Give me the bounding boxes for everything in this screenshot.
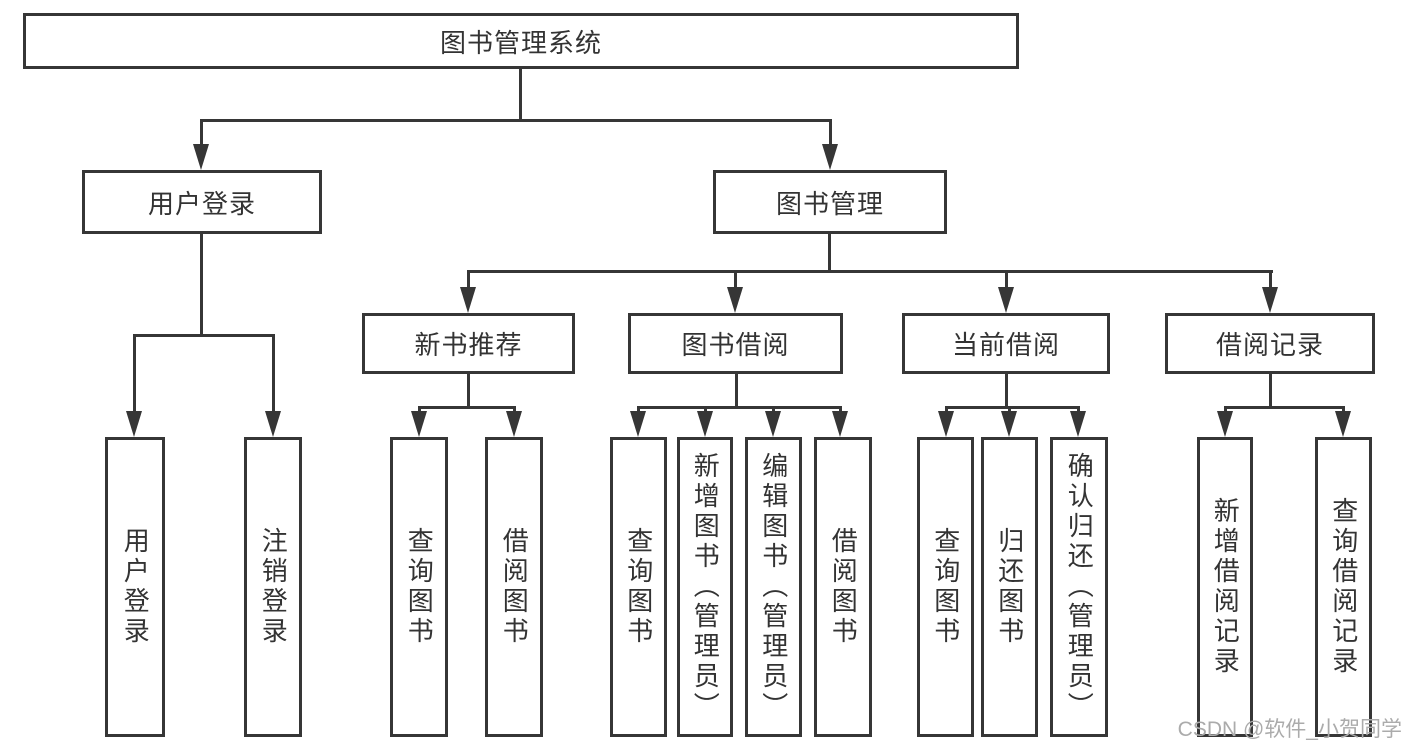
arrowhead-down — [460, 287, 476, 313]
leaf-borrow-books: 借阅图书 — [814, 437, 872, 737]
arrowhead-down — [1217, 411, 1233, 437]
node-label: 借阅图书 — [828, 527, 859, 647]
node-label: 查询借阅记录 — [1328, 497, 1359, 677]
leaf-user-login: 用户登录 — [105, 437, 165, 737]
connector-line — [418, 406, 516, 409]
arrowhead-down — [832, 411, 848, 437]
node-label: 查询图书 — [404, 527, 435, 647]
leaf-confirm-return-admin: 确认归还（管理员） — [1050, 437, 1108, 737]
arrowhead-down — [998, 287, 1014, 313]
connector-line — [467, 270, 470, 289]
connector-line — [1269, 270, 1272, 289]
arrowhead-down — [506, 411, 522, 437]
leaf-query-books: 查询图书 — [610, 437, 667, 737]
node-label: 借阅图书 — [499, 527, 530, 647]
node-book-borrowing: 图书借阅 — [628, 313, 843, 374]
node-new-book-recommend: 新书推荐 — [362, 313, 575, 374]
node-label: 新书推荐 — [414, 330, 523, 360]
node-label: 编辑图书（管理员） — [758, 452, 789, 722]
arrowhead-down — [765, 411, 781, 437]
connector-line — [418, 406, 421, 415]
node-borrowing-records: 借阅记录 — [1165, 313, 1375, 374]
connector-line — [133, 334, 136, 413]
connector-line — [1342, 406, 1345, 415]
arrowhead-down — [630, 411, 646, 437]
connector-line — [1224, 406, 1345, 409]
node-label: 注销登录 — [258, 527, 289, 647]
node-label: 借阅记录 — [1215, 330, 1324, 360]
arrowhead-down — [193, 144, 209, 170]
leaf-add-books-admin: 新增图书（管理员） — [677, 437, 733, 737]
connector-line — [467, 270, 1273, 273]
connector-line — [828, 234, 831, 272]
arrowhead-down — [697, 411, 713, 437]
node-label: 归还图书 — [994, 527, 1025, 647]
arrowhead-down — [822, 144, 838, 170]
connector-line — [637, 406, 640, 415]
arrowhead-down — [1262, 287, 1278, 313]
connector-line — [637, 406, 842, 409]
connector-line — [735, 373, 738, 408]
node-label: 查询图书 — [930, 527, 961, 647]
arrowhead-down — [411, 411, 427, 437]
connector-line — [704, 406, 707, 415]
connector-line — [734, 270, 737, 289]
node-label: 新增图书（管理员） — [690, 452, 721, 722]
node-label: 用户登录 — [120, 527, 151, 647]
node-label: 图书管理系统 — [439, 27, 602, 58]
connector-line — [772, 406, 775, 415]
arrowhead-down — [727, 287, 743, 313]
node-book-management: 图书管理 — [713, 170, 947, 234]
node-user-login: 用户登录 — [82, 170, 322, 234]
node-current-borrowing: 当前借阅 — [902, 313, 1110, 374]
node-label: 当前借阅 — [951, 330, 1060, 360]
connector-line — [200, 233, 203, 336]
connector-line — [839, 406, 842, 415]
node-label: 新增借阅记录 — [1210, 497, 1241, 677]
connector-line — [467, 373, 470, 408]
connector-line — [272, 334, 275, 413]
csdn-watermark: CSDN @软件_小贺同学 — [1177, 718, 1402, 741]
connector-line — [134, 334, 275, 337]
arrowhead-down — [1001, 411, 1017, 437]
leaf-logout: 注销登录 — [244, 437, 302, 737]
leaf-query-books: 查询图书 — [390, 437, 448, 737]
connector-line — [829, 119, 832, 148]
node-label: 图书管理 — [775, 188, 884, 219]
leaf-return-books: 归还图书 — [981, 437, 1038, 737]
leaf-edit-books-admin: 编辑图书（管理员） — [745, 437, 802, 737]
arrowhead-down — [126, 411, 142, 437]
connector-line — [945, 406, 1080, 409]
connector-line — [200, 119, 832, 122]
arrowhead-down — [1335, 411, 1351, 437]
connector-line — [1005, 374, 1008, 408]
connector-line — [513, 406, 516, 415]
leaf-borrow-books: 借阅图书 — [485, 437, 543, 737]
node-label: 图书借阅 — [681, 330, 790, 360]
connector-line — [1005, 270, 1008, 289]
connector-line — [1077, 406, 1080, 415]
node-label: 用户登录 — [147, 188, 256, 219]
leaf-query-books: 查询图书 — [917, 437, 974, 737]
node-label: 确认归还（管理员） — [1064, 452, 1095, 722]
connector-line — [945, 406, 948, 415]
arrowhead-down — [938, 411, 954, 437]
node-book-management-system: 图书管理系统 — [23, 13, 1019, 69]
connector-line — [1224, 406, 1227, 415]
connector-line — [1269, 374, 1272, 408]
node-label: 查询图书 — [623, 527, 654, 647]
connector-line — [519, 68, 522, 121]
connector-line — [200, 119, 203, 148]
arrowhead-down — [1070, 411, 1086, 437]
leaf-add-borrow-record: 新增借阅记录 — [1197, 437, 1253, 737]
connector-line — [1008, 406, 1011, 415]
leaf-query-borrow-record: 查询借阅记录 — [1315, 437, 1372, 737]
arrowhead-down — [265, 411, 281, 437]
